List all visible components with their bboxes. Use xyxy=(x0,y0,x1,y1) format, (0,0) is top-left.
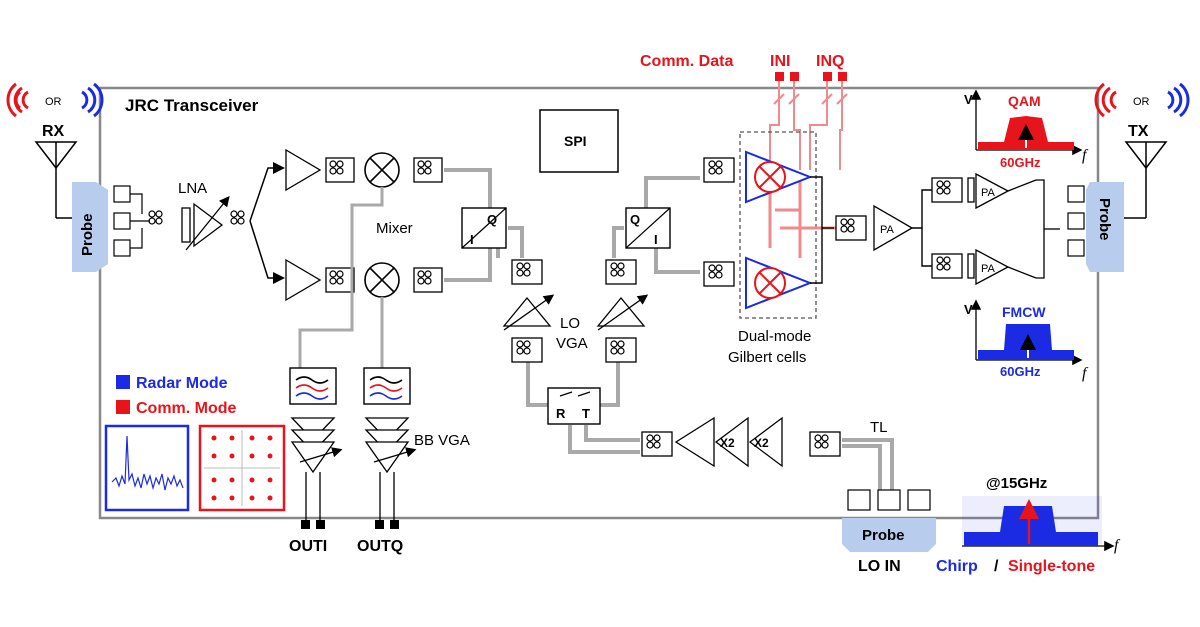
bb-filter-q xyxy=(363,367,411,405)
tx-label: TX xyxy=(1128,123,1149,140)
fmcw-label: FMCW xyxy=(1002,304,1046,320)
tx-combiner xyxy=(810,176,834,284)
x2-label-1: X2 xyxy=(720,436,735,450)
mixer-upper-icon xyxy=(364,152,400,188)
legend-radar-label: Radar Mode xyxy=(136,375,228,392)
qam-v-label: V xyxy=(964,92,973,107)
tx-driver-pa xyxy=(873,204,914,252)
lna-label: LNA xyxy=(178,180,207,197)
lo-chain xyxy=(641,416,841,468)
rx-probe xyxy=(72,182,108,272)
rx-lower-chain xyxy=(285,258,355,302)
tx-wireless-icon xyxy=(1094,82,1190,118)
rx-wireless-icon xyxy=(6,82,104,118)
lna-amplifier xyxy=(181,195,230,251)
tx-antenna-icon xyxy=(1124,141,1168,219)
bb-vga-q xyxy=(364,417,417,522)
rx-splitter xyxy=(249,162,285,284)
gilbert-cells-box xyxy=(739,131,817,319)
rx-or-label: OR xyxy=(45,96,62,108)
spi-block xyxy=(539,109,619,173)
lo-routing xyxy=(298,168,894,490)
bb-filter-i xyxy=(289,367,337,405)
out-pads xyxy=(301,520,399,529)
bb-vga-label: BB VGA xyxy=(414,432,470,449)
rx-probe-label: Probe xyxy=(79,213,96,256)
gilbert-cell-lower xyxy=(745,256,813,310)
tx-or-label: OR xyxy=(1133,96,1150,108)
tx-probe xyxy=(1086,182,1124,272)
lo-f-label: f xyxy=(1114,537,1121,554)
driver-pa-label: PA xyxy=(880,224,895,236)
qam-60ghz-label: 60GHz xyxy=(1000,155,1041,170)
iq-left-q-label: Q xyxy=(487,212,497,227)
fmcw-f-label: f xyxy=(1082,365,1089,382)
legend-comm-swatch xyxy=(116,400,130,414)
switch-r-label: R xyxy=(556,406,566,421)
tx-probe-pads xyxy=(1067,185,1085,257)
vga-label: VGA xyxy=(556,335,588,352)
outq-label: OUTQ xyxy=(357,538,403,555)
comm-data-label: Comm. Data xyxy=(640,53,733,70)
gilbert-cell-upper xyxy=(745,150,813,204)
fmcw-v-label: V xyxy=(964,302,973,317)
legend-comm-label: Comm. Mode xyxy=(136,400,237,417)
mixer-label: Mixer xyxy=(376,220,413,237)
rx-upper-chain xyxy=(285,148,355,192)
tx-splitter xyxy=(912,189,932,267)
fmcw-spectrum-plot xyxy=(970,299,1083,366)
lo-label: LO xyxy=(560,315,580,332)
rx-antenna-icon xyxy=(34,141,78,219)
mixer-lower-icon xyxy=(364,262,400,298)
iq-left-i-label: I xyxy=(470,232,474,247)
inq-label: INQ xyxy=(816,53,844,70)
lo-spectrum-plot xyxy=(962,496,1115,552)
chirp-slash: / xyxy=(994,558,999,575)
rx-label: RX xyxy=(42,123,65,140)
tx-pre-chain xyxy=(703,157,735,287)
tx-probe-label: Probe xyxy=(1096,198,1113,241)
pa-lower-label: PA xyxy=(981,263,996,275)
iq-splitter-right xyxy=(625,207,671,249)
switch-t-label: T xyxy=(582,406,590,421)
iq-right-q-label: Q xyxy=(630,212,640,227)
tl-label: TL xyxy=(870,419,888,436)
single-tone-label: Single-tone xyxy=(1008,558,1095,575)
dual-mode-label: Dual-mode xyxy=(738,328,811,345)
constellation-plot xyxy=(198,424,286,512)
lo-in-probe-label: Probe xyxy=(862,527,905,544)
rt-switch xyxy=(547,387,601,425)
lo-15ghz-label: @15GHz xyxy=(986,475,1047,492)
lo-in-label: LO IN xyxy=(858,558,901,575)
outi-label: OUTI xyxy=(289,538,327,555)
comm-data-pads xyxy=(775,72,847,81)
qam-label: QAM xyxy=(1008,93,1041,109)
bb-vga-i xyxy=(290,417,343,522)
qam-f-label: f xyxy=(1082,147,1089,164)
radar-spectrum-plot xyxy=(104,424,190,512)
chirp-label: Chirp xyxy=(936,558,978,575)
x2-label-2: X2 xyxy=(754,436,769,450)
ini-label: INI xyxy=(770,53,790,70)
pa-upper-label: PA xyxy=(981,187,996,199)
spi-label: SPI xyxy=(564,133,587,149)
gilbert-cells-label: Gilbert cells xyxy=(728,349,806,366)
chip-outline xyxy=(98,86,1100,520)
iq-right-i-label: I xyxy=(654,232,658,247)
comm-data-lines xyxy=(769,81,848,170)
lo-in-pads xyxy=(847,489,931,511)
fmcw-60ghz-label: 60GHz xyxy=(1000,364,1041,379)
pa-upper-stage xyxy=(931,172,1060,286)
qam-spectrum-plot xyxy=(970,89,1083,156)
rx-probe-pads xyxy=(113,185,150,257)
iq-splitter-left xyxy=(461,207,507,249)
chip-title: JRC Transceiver xyxy=(125,96,259,115)
lo-in-probe xyxy=(842,518,936,552)
legend-radar-swatch xyxy=(116,375,130,389)
